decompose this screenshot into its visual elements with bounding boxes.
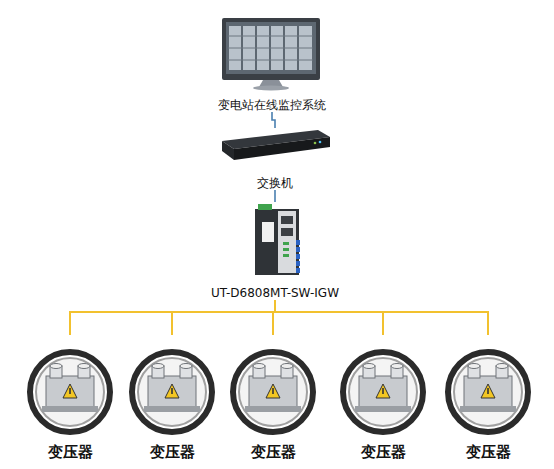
connector-line (274, 190, 276, 202)
monitor (222, 18, 320, 91)
connector-line (275, 300, 383, 335)
node-label: 交换机 (257, 176, 293, 190)
node-label: UT-D6808MT-SW-IGW (211, 286, 339, 300)
connector-line (70, 300, 275, 335)
node-label: 变压器 (466, 443, 511, 461)
node-label: 变压器 (251, 443, 296, 461)
gateway-node: UT-D6808MT-SW-IGW (200, 202, 350, 300)
transformer-icons (30, 352, 528, 432)
switch (222, 130, 330, 160)
connector-line (275, 300, 488, 335)
transformer-node: 变压器 (24, 335, 116, 461)
connector-line (172, 300, 275, 335)
transformer-node: 变压器 (126, 335, 218, 461)
node-label: 变压器 (150, 443, 195, 461)
transformer-node: 变压器 (227, 335, 319, 461)
switch-node: 交换机 (215, 128, 335, 190)
node-label: 变压器 (48, 443, 93, 461)
connector-line (272, 112, 275, 128)
transformer-node: 变压器 (442, 335, 534, 461)
node-label: 变压器 (361, 443, 406, 461)
gateway-device (255, 204, 300, 275)
node-label: 变电站在线监控系统 (218, 98, 326, 112)
monitoring-system: 变电站在线监控系统 (196, 14, 348, 112)
transformer-node: 变压器 (337, 335, 429, 461)
